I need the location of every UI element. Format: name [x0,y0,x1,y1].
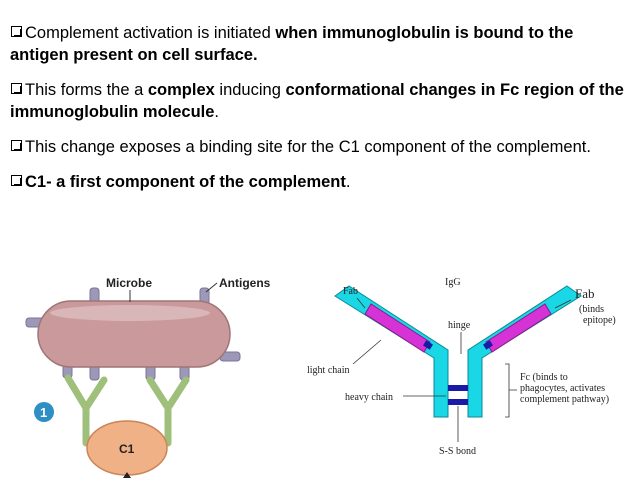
microbe-highlight [50,305,210,321]
light-chain-label: light chain [307,365,350,376]
bullet-text-segment: . [345,173,351,191]
step-number: 1 [40,405,47,420]
light-chain [364,303,552,353]
bullet-text-segment: . [214,103,220,121]
fab-note-line1: (binds [579,304,604,315]
c1-label: C1 [119,442,135,456]
bullet-text-segment: Complement activation is initiated [25,24,276,42]
bullet-4: C1- a first component of the complement. [10,171,630,193]
fc-note-line2: phagocytes, activates [520,383,605,394]
antigens-pointer [205,282,218,293]
bullet-3: This change exposes a binding site for t… [10,136,630,158]
step-badge [34,402,54,422]
fab-left-label: Fab [343,286,358,297]
microbe-label: Microbe [106,276,152,290]
microbe-diagram: Microbe Antigens C1 1 [25,276,271,478]
fab-left-pointer [356,297,366,309]
bullet-text-segment: inducing [214,81,286,99]
bullet-text-segment: when immunoglobulin is bound to the anti… [10,24,574,64]
heavy-chain [334,285,582,418]
bullet-text-segment: conformational changes in Fc region of t… [10,81,624,121]
antibody-right [146,376,190,447]
bullet-2: This forms the a complex inducing confor… [10,79,630,123]
bullet-1: Complement activation is initiated when … [10,22,630,66]
fc-note-line3: complement pathway) [520,394,609,405]
igg-label: IgG [445,277,461,288]
checkbox-bullet-icon [11,175,22,186]
fc-note-line1: Fc (binds to [520,372,568,383]
bullet-text-segment: complex [147,81,215,99]
hinge-label: hinge [448,320,471,331]
ss-bonds [423,340,493,405]
antibody-left [64,374,108,447]
antigens-label: Antigens [219,276,271,290]
fab-right-pointer [554,299,572,309]
bullet-list: Complement activation is initiated when … [10,22,630,206]
checkbox-bullet-icon [11,140,22,151]
light-chain-pointer [352,339,382,365]
checkbox-bullet-icon [11,26,22,37]
fab-note-line2: epitope) [583,315,616,326]
igg-diagram: IgG Fab Fab (binds epitope) hinge light … [307,277,616,457]
bullet-text-segment: This change exposes a binding site for t… [25,138,591,156]
fc-bracket [505,363,517,418]
c1-arrow-icon [123,472,131,478]
bullet-text-segment: This forms the a [25,81,148,99]
ss-bond-label: S-S bond [439,446,476,457]
checkbox-bullet-icon [11,83,22,94]
heavy-chain-label: heavy chain [345,392,393,403]
fab-right-label: Fab [575,286,595,301]
bullet-text-segment: C1- a first component of the complement [25,173,346,191]
